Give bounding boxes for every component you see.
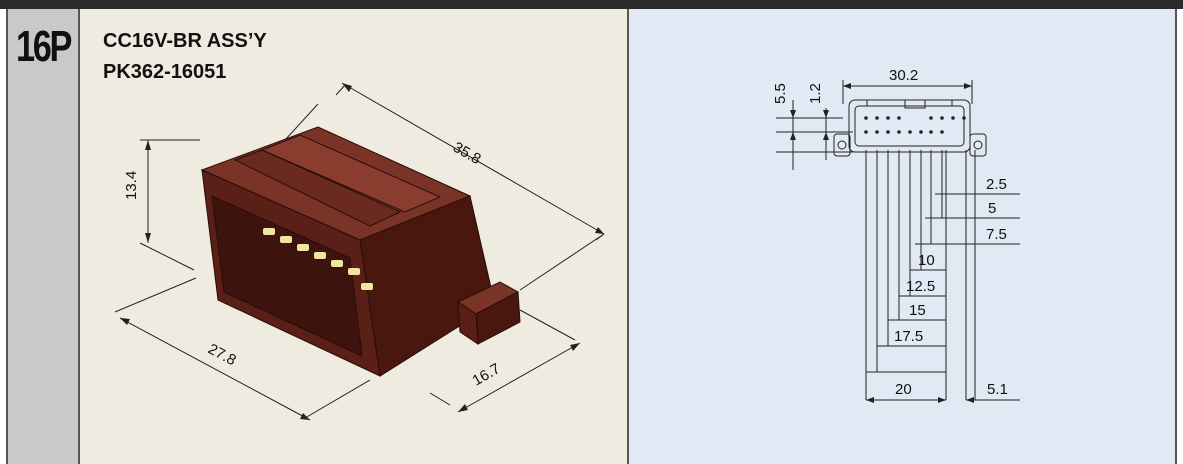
connector-front-view: 30.2 5.5 1.2 2.5 5 7.5 10 12.5 15 17.5 2…	[772, 67, 1020, 403]
dim-pitch-1: 2.5	[986, 176, 1007, 193]
dim-depth: 16.7	[470, 360, 504, 389]
dim-pitch-6: 15	[909, 302, 926, 319]
dim-length: 35.8	[450, 139, 484, 168]
right-panel	[629, 9, 1175, 464]
connector-iso-view: 35.8 13.4 27.8 16.7	[114, 82, 605, 421]
dim-pitch-7: 17.5	[894, 328, 923, 345]
connector-pins	[263, 228, 373, 290]
product-name: CC16V-BR ASS’Y	[103, 30, 267, 52]
dim-width: 27.8	[205, 341, 239, 370]
part-number: PK362-16051	[103, 61, 227, 83]
dim-height: 13.4	[123, 171, 140, 200]
dim-offset: 5.1	[987, 381, 1008, 398]
dim-pitch-3: 7.5	[986, 226, 1007, 243]
pin-count-label: 16P	[15, 22, 72, 71]
dim-pitch-4: 10	[918, 252, 935, 269]
product-title: CC16V-BR ASS’Y PK362-16051	[103, 26, 267, 88]
dim-height-outer: 5.5	[772, 83, 789, 104]
dim-pitch-2: 5	[988, 200, 996, 217]
frame	[6, 9, 1177, 464]
dim-overall-width: 30.2	[889, 67, 918, 84]
pin-count-tab	[6, 9, 80, 464]
connector-housing	[200, 126, 521, 377]
dim-height-inner: 1.2	[807, 83, 824, 104]
top-rule	[0, 0, 1183, 9]
dim-pitch-8: 20	[895, 381, 912, 398]
dim-pitch-5: 12.5	[906, 278, 935, 295]
